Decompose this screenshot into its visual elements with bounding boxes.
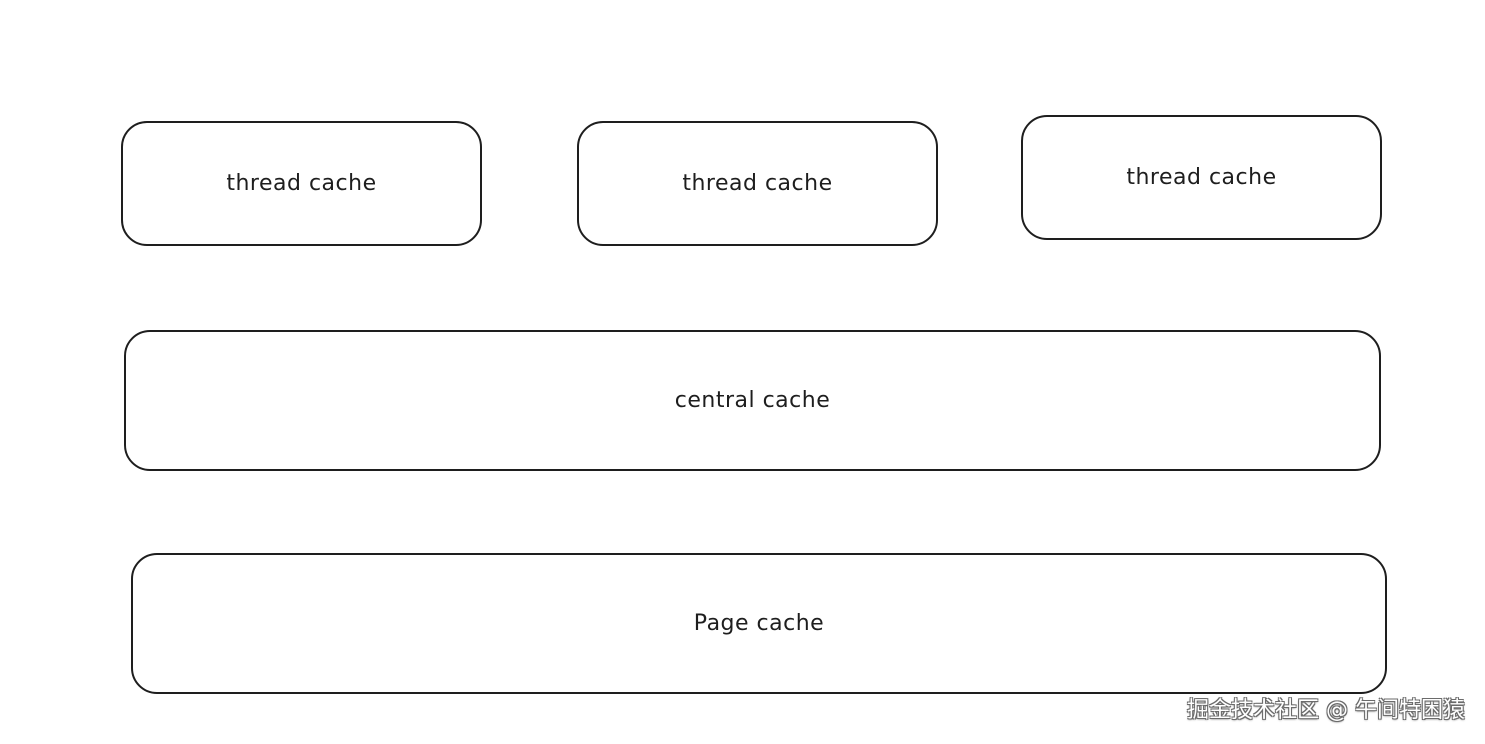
thread-cache-box-1[interactable]: thread cache [121,121,482,246]
thread-cache-label-2: thread cache [682,171,833,196]
thread-cache-box-2[interactable]: thread cache [577,121,938,246]
page-cache-box[interactable]: Page cache [131,553,1387,694]
thread-cache-box-3[interactable]: thread cache [1021,115,1382,240]
thread-cache-label-1: thread cache [226,171,377,196]
watermark-text: 掘金技术社区 @ 午间特困猿 [1187,698,1465,723]
central-cache-box[interactable]: central cache [124,330,1381,471]
page-cache-label: Page cache [693,611,825,636]
central-cache-label: central cache [674,388,831,413]
thread-cache-label-3: thread cache [1126,165,1277,190]
